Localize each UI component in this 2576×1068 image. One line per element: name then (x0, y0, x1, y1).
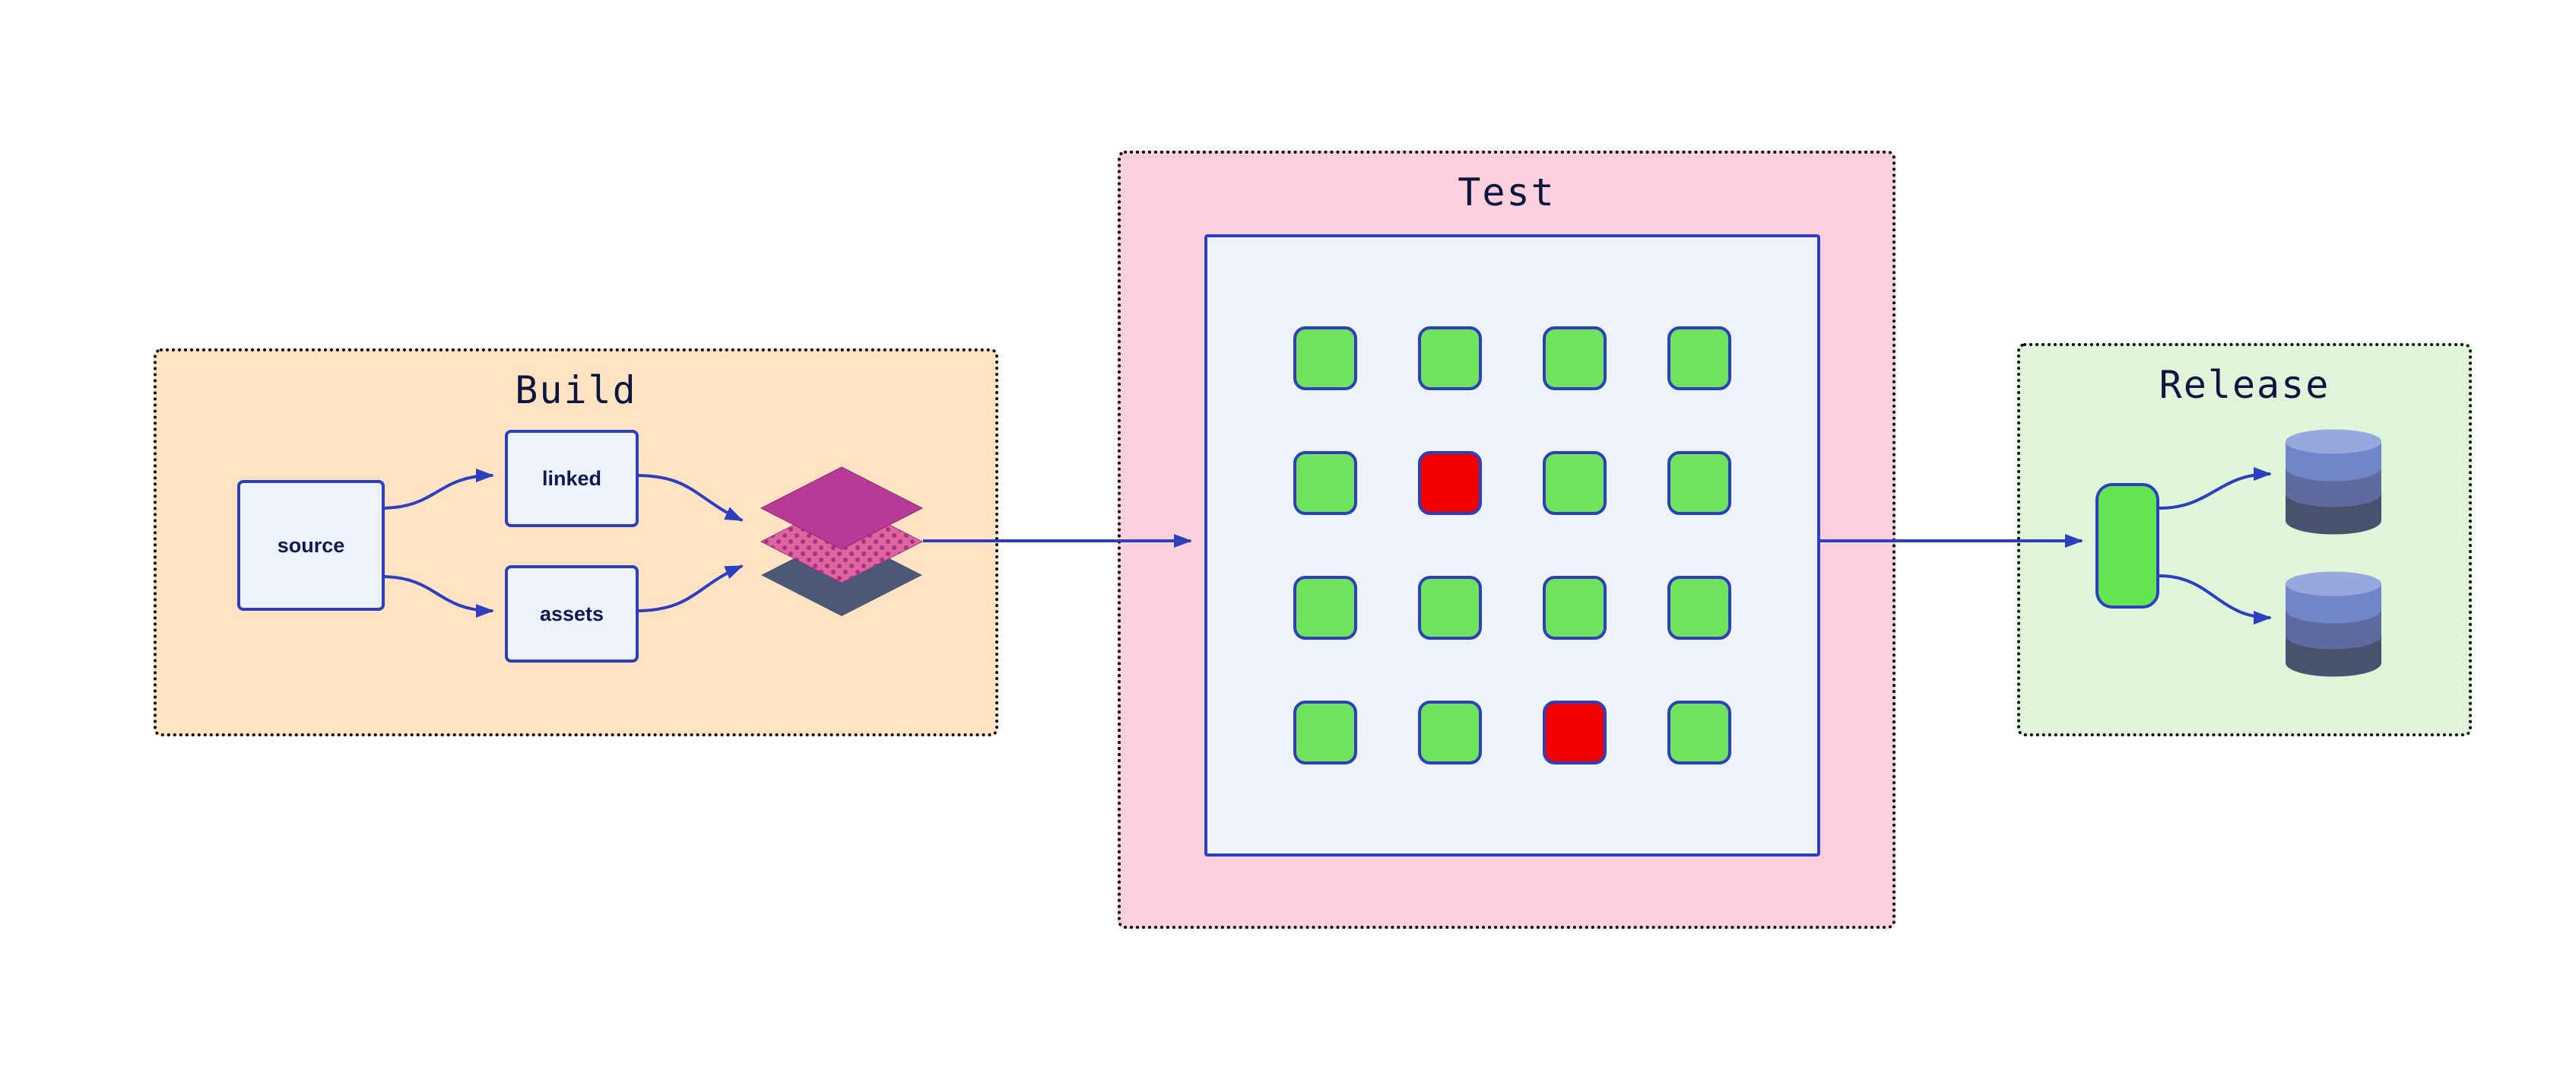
layers-stack-icon (760, 466, 924, 616)
test-cell-pass (1293, 451, 1357, 515)
layer-top (760, 466, 924, 550)
test-cell-fail (1543, 701, 1607, 764)
build-title: Build (515, 368, 637, 412)
source-node: source (237, 480, 385, 611)
test-cell-pass (1543, 451, 1607, 515)
test-cell-fail (1418, 451, 1482, 515)
database-icon-bottom (2286, 571, 2381, 677)
build-container: Build source linked assets (154, 348, 998, 736)
test-cell-pass (1293, 576, 1357, 640)
test-cell-pass (1667, 576, 1731, 640)
release-container: Release (2017, 343, 2472, 736)
source-node-label: source (277, 533, 345, 557)
test-cell-pass (1667, 326, 1731, 390)
assets-node-label: assets (539, 602, 604, 625)
test-title: Test (1458, 170, 1556, 215)
assets-node: assets (505, 565, 639, 663)
linked-node-label: linked (541, 466, 602, 490)
test-cell-pass (1418, 701, 1482, 764)
release-title: Release (2159, 363, 2330, 407)
test-cell-pass (1418, 326, 1482, 390)
test-cell-pass (1667, 451, 1731, 515)
green-artifact-node (2095, 483, 2159, 609)
database-icon-top (2286, 429, 2381, 535)
test-cell-pass (1293, 701, 1357, 764)
test-grid (1204, 234, 1820, 857)
test-cell-pass (1418, 576, 1482, 640)
test-container: Test (1118, 151, 1896, 929)
test-cell-pass (1293, 326, 1357, 390)
test-cell-pass (1667, 701, 1731, 764)
test-cell-pass (1543, 326, 1607, 390)
test-cell-pass (1543, 576, 1607, 640)
linked-node: linked (505, 430, 639, 527)
